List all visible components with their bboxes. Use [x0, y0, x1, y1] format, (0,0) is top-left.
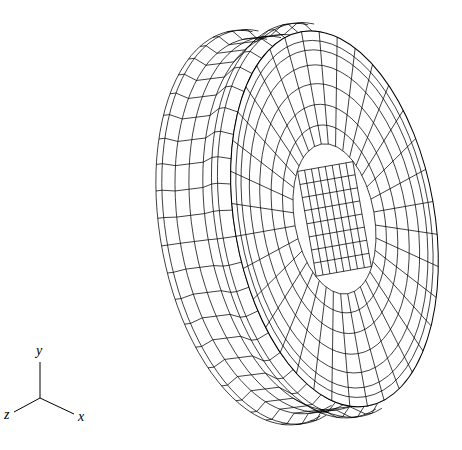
face-radial-line: [246, 251, 308, 299]
rim-cross-line: [158, 205, 233, 223]
y-axis: [40, 362, 41, 398]
hub-grid-line: [309, 227, 364, 237]
axis-label: z: [4, 408, 9, 422]
face-ring-line: [282, 137, 387, 301]
face-radial-line: [236, 226, 295, 236]
rim-cross-line: [200, 34, 273, 59]
rim-cross-line: [156, 178, 231, 197]
face-ring-line: [254, 94, 414, 343]
face-radial-line: [240, 239, 302, 269]
axis-label: y: [36, 344, 42, 358]
face-radial-line: [301, 32, 321, 144]
face-radial-line: [376, 228, 438, 276]
face-radial-line: [330, 294, 360, 406]
rim-cross-line: [156, 151, 231, 171]
rim-cross-line: [280, 403, 352, 427]
face-radial-line: [376, 215, 438, 245]
rim-cross-line: [235, 381, 308, 404]
rim-cross-line: [294, 404, 365, 428]
face-radial-line: [297, 287, 344, 389]
face-radial-line: [268, 272, 326, 352]
face-radial-line: [373, 254, 431, 334]
hub-grid-line: [353, 162, 371, 267]
face-radial-line: [326, 48, 373, 150]
rim-cross-line: [195, 330, 269, 350]
face-radial-line: [370, 265, 423, 358]
face-radial-line: [281, 281, 334, 374]
face-radial-line: [270, 46, 309, 155]
face-radial-line: [348, 294, 368, 406]
face-radial-line: [256, 262, 317, 327]
hub-grid-line: [332, 165, 350, 270]
face-radial-line: [368, 169, 430, 199]
rim-cross-line: [184, 308, 258, 327]
rim-cross-line: [220, 367, 294, 389]
rim-cross-line: [163, 103, 237, 125]
face-radial-line: [360, 283, 399, 392]
face-ring-line: [227, 51, 443, 386]
rim-cross-line: [167, 259, 242, 276]
face-ring-line: [216, 35, 453, 403]
hub-diagonal-line: [371, 266, 372, 268]
rim-cross-line: [207, 350, 281, 371]
face-radial-line: [232, 193, 294, 223]
face-radial-line: [238, 104, 296, 184]
rim-cross-line: [159, 126, 234, 147]
hub-grid-line: [346, 163, 364, 268]
rim-cross-line: [249, 392, 322, 415]
face-radial-line: [343, 85, 401, 165]
face-radial-line: [352, 110, 413, 175]
face-radial-line: [374, 202, 433, 212]
rim-cross-line: [188, 47, 261, 71]
face-radial-line: [246, 80, 299, 173]
rim-cross-line: [175, 284, 250, 302]
face-radial-line: [309, 32, 339, 144]
hub-grid-line: [312, 240, 367, 250]
rim-cross-line: [178, 62, 252, 86]
axis-label: x: [78, 410, 84, 424]
hub-diagonal-line: [315, 276, 316, 278]
face-ring-line: [269, 117, 400, 321]
wheel-mesh: [127, 2, 462, 446]
rim-cross-line: [170, 81, 244, 104]
face-radial-line: [285, 36, 315, 148]
face-radial-line: [231, 161, 293, 209]
face-radial-line: [354, 290, 384, 402]
face-ring-line: [240, 72, 429, 366]
front-face-outline: [203, 14, 462, 423]
hub-diagonal-line: [297, 170, 298, 172]
hub-grid-line: [316, 266, 371, 276]
face-ring-line: [210, 25, 460, 414]
z-axis: [14, 398, 40, 412]
hub-grid-line: [339, 164, 357, 269]
face-radial-line: [360, 139, 422, 187]
x-axis: [40, 398, 74, 414]
hub-grid-line: [307, 214, 362, 224]
axis-triad: [14, 362, 74, 414]
face-radial-line: [335, 64, 388, 157]
hub-diagonal-line: [352, 161, 353, 163]
rim-cross-line: [265, 399, 337, 423]
rim-cross-line: [162, 233, 236, 249]
hub-grid-line: [314, 253, 369, 263]
